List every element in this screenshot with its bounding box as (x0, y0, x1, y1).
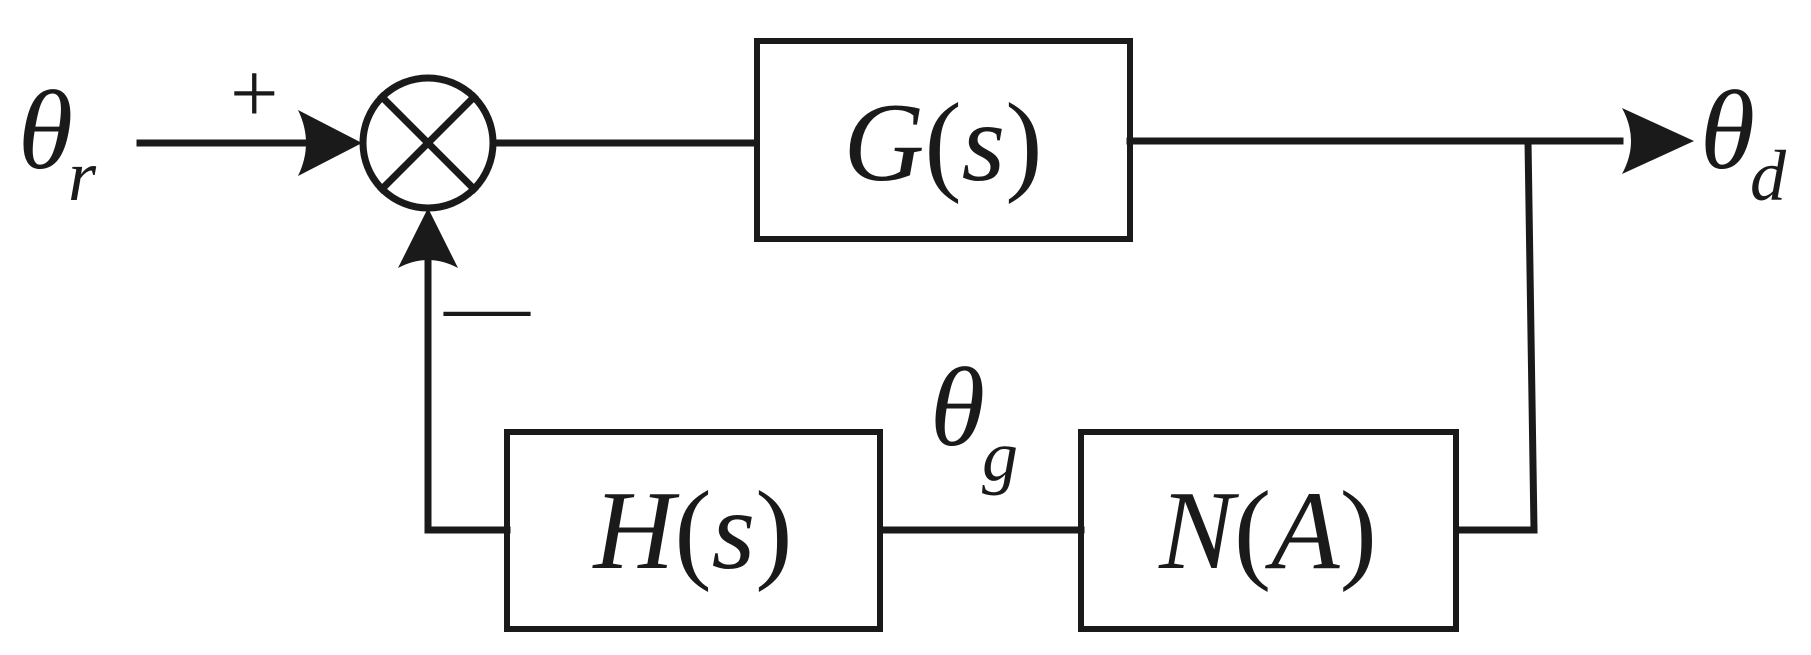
n-function: N (1158, 469, 1239, 593)
output-theta: θ (1700, 69, 1755, 193)
n-close-paren: ) (1340, 469, 1377, 593)
forward-block-g: G(s) (754, 38, 1133, 242)
output-arrowhead (1622, 108, 1694, 174)
n-open-paren: ( (1234, 469, 1271, 593)
input-subscript: r (68, 136, 97, 216)
input-arrowhead (298, 110, 362, 176)
minus-sign: — (443, 257, 531, 353)
g-function: G (843, 81, 924, 205)
feedback-block-h: H(s) (504, 429, 883, 632)
h-close-paren: ) (755, 469, 792, 593)
g-close-paren: ) (1005, 81, 1042, 205)
input-signal-label: θ r (18, 69, 97, 216)
n-argument: A (1264, 469, 1340, 593)
output-subscript: d (1750, 136, 1787, 216)
feedback-signal-label: θ g (930, 346, 1018, 496)
feedback-subscript: g (982, 416, 1018, 496)
svg-text:H(s): H(s) (591, 469, 792, 593)
g-open-paren: ( (924, 81, 961, 205)
g-argument: s (962, 81, 1006, 205)
svg-text:N(A): N(A) (1158, 469, 1377, 593)
summing-junction (359, 74, 497, 212)
plus-sign: + (230, 45, 279, 141)
h-open-paren: ( (674, 469, 711, 593)
output-signal-label: θ d (1700, 69, 1787, 216)
h-function: H (591, 469, 679, 593)
svg-text:G(s): G(s) (843, 81, 1042, 205)
feedback-branch-vertical (1524, 137, 1538, 534)
feedback-block-n: N(A) (1078, 429, 1459, 632)
h-argument: s (712, 469, 756, 593)
feedback-theta: θ (930, 346, 985, 470)
input-theta: θ (18, 69, 73, 193)
feedback-arrowhead (398, 208, 458, 268)
